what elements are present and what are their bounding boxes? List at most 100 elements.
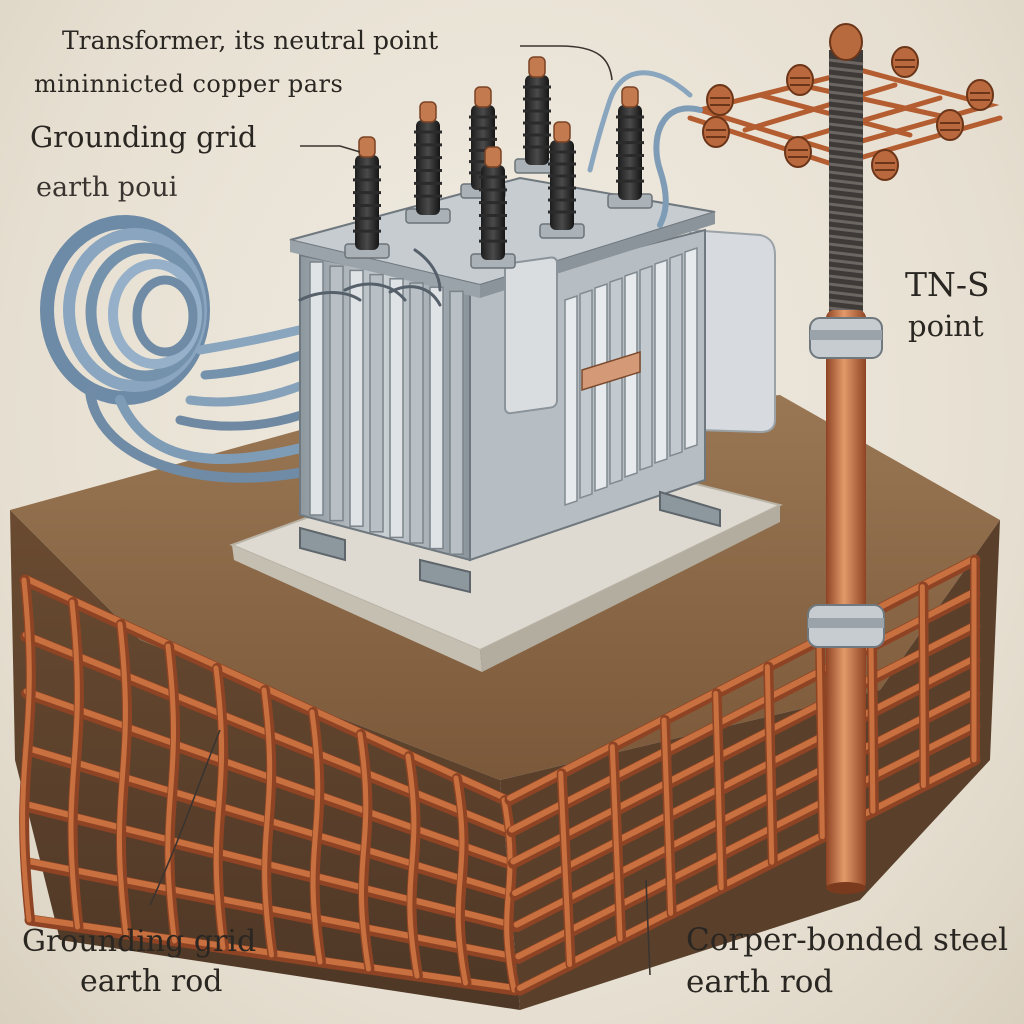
grid-bar-vertical-highlight — [764, 664, 775, 865]
rod-thread-line — [828, 154, 864, 162]
rod-thread-line — [828, 178, 864, 186]
label-transformer-line1: Transformer, its neutral point — [62, 26, 439, 55]
radiator-fin — [684, 246, 698, 451]
rod-thread-line — [828, 226, 864, 234]
radiator-fin — [669, 252, 683, 458]
insulator-cap — [966, 79, 994, 111]
rod-thread-line — [828, 114, 864, 122]
transformer-radiator-fins — [564, 246, 698, 507]
rod-thread-line — [828, 234, 864, 242]
label-grounding-grid-top: Grounding grid — [30, 120, 257, 154]
grid-bar-vertical-highlight — [919, 584, 926, 789]
rod-thread-line — [828, 106, 864, 114]
grid-bar-vertical-highlight — [213, 665, 226, 951]
rod-clamp-lower — [807, 604, 885, 648]
rod-thread-line — [828, 122, 864, 130]
transformer-fin — [429, 286, 444, 550]
rod-thread-line — [828, 258, 864, 266]
rod-thread-line — [828, 162, 864, 170]
grounding-grid-right — [504, 554, 981, 996]
label-earth-rod-bottom-right: earth rod — [686, 964, 834, 1000]
transformer-fin — [389, 278, 404, 539]
insulator-cap — [784, 136, 812, 168]
bushing-insulator — [416, 120, 440, 215]
leader-lines — [149, 45, 651, 976]
bushing-terminal — [621, 86, 639, 108]
grid-bar-vertical-highlight — [713, 690, 724, 891]
insulator-cap — [871, 149, 899, 181]
grid-bar-vertical-highlight — [309, 709, 323, 965]
rod-thread-line — [828, 218, 864, 226]
grid-bar-highlight — [507, 555, 978, 801]
grid-bar-highlight — [508, 588, 978, 833]
rod-thread-line — [828, 146, 864, 154]
rod-thread-line — [828, 90, 864, 98]
bushing-terminal — [358, 136, 376, 158]
grid-bar-vertical-highlight — [261, 687, 274, 958]
soil-right-face — [500, 520, 1000, 1010]
transformer-fin — [349, 269, 364, 527]
radiator-fin — [639, 264, 653, 472]
transformer-fin — [369, 273, 384, 533]
grid-bar-vertical-highlight — [165, 643, 177, 944]
insulator-cap — [702, 116, 730, 148]
grid-bar-vertical-highlight — [816, 637, 825, 840]
label-earth-rod-bottom-left: earth rod — [80, 964, 223, 999]
grid-bar-vertical-highlight — [116, 621, 129, 937]
transformer-icon — [289, 56, 776, 594]
grid-bar-vertical-highlight — [609, 744, 623, 942]
rod-thread-line — [828, 58, 864, 66]
grid-bar-vertical-highlight — [68, 599, 80, 930]
transformer-fin — [329, 265, 344, 522]
rod-thread-line — [828, 66, 864, 74]
insulator-cap — [786, 64, 814, 96]
grid-bar-highlight — [517, 755, 978, 991]
bushing-insulator — [355, 155, 379, 250]
rod-thread-line — [828, 202, 864, 210]
grid-bar-highlight — [510, 621, 978, 865]
rod-thread-line — [828, 74, 864, 82]
rod-thread-line — [828, 242, 864, 250]
rod-top-cap — [829, 23, 863, 61]
bushing-insulator — [618, 105, 642, 200]
grid-bar-highlight — [512, 655, 978, 896]
rod-thread-line — [828, 138, 864, 146]
rod-thread-line — [828, 170, 864, 178]
label-tns: TN-S — [905, 265, 990, 304]
radiator-fin — [609, 276, 623, 486]
transformer-fin — [309, 261, 324, 516]
rod-thread-line — [828, 194, 864, 202]
grid-bar-vertical-highlight — [405, 753, 420, 979]
transformer-bushings — [344, 56, 653, 269]
rod-thread-line — [828, 82, 864, 90]
rod-thread-line — [828, 266, 864, 274]
grid-bar-vertical-highlight — [661, 717, 674, 916]
grid-bar-vertical-highlight — [20, 577, 32, 923]
insulator-cap — [891, 46, 919, 78]
transformer-fins-front — [309, 261, 464, 555]
radiator-fin — [579, 288, 593, 500]
rod-thread-line — [828, 274, 864, 282]
rod-thread-line — [828, 186, 864, 194]
grid-bar-vertical-highlight — [558, 770, 573, 967]
label-tns-point: point — [908, 309, 984, 343]
rod-thread-line — [828, 210, 864, 218]
label-transformer-line2: mininnicted copper pars — [34, 70, 344, 98]
transformer-fin — [409, 282, 424, 544]
insulator-cap — [936, 109, 964, 141]
rod-thread-line — [828, 250, 864, 258]
grid-bar-highlight — [513, 688, 978, 928]
bushing-terminal — [528, 56, 546, 78]
bushing-terminal — [474, 86, 492, 108]
rod-thread-line — [828, 290, 864, 298]
bushing-terminal — [484, 146, 502, 168]
transformer-fin — [449, 290, 464, 555]
rod-thread-line — [828, 298, 864, 306]
rod-thread-line — [828, 98, 864, 106]
grid-bar-vertical-highlight — [453, 775, 468, 986]
rod-thread-line — [828, 130, 864, 138]
earth-rod-icon — [587, 23, 1003, 894]
radiator-fin — [594, 282, 608, 493]
